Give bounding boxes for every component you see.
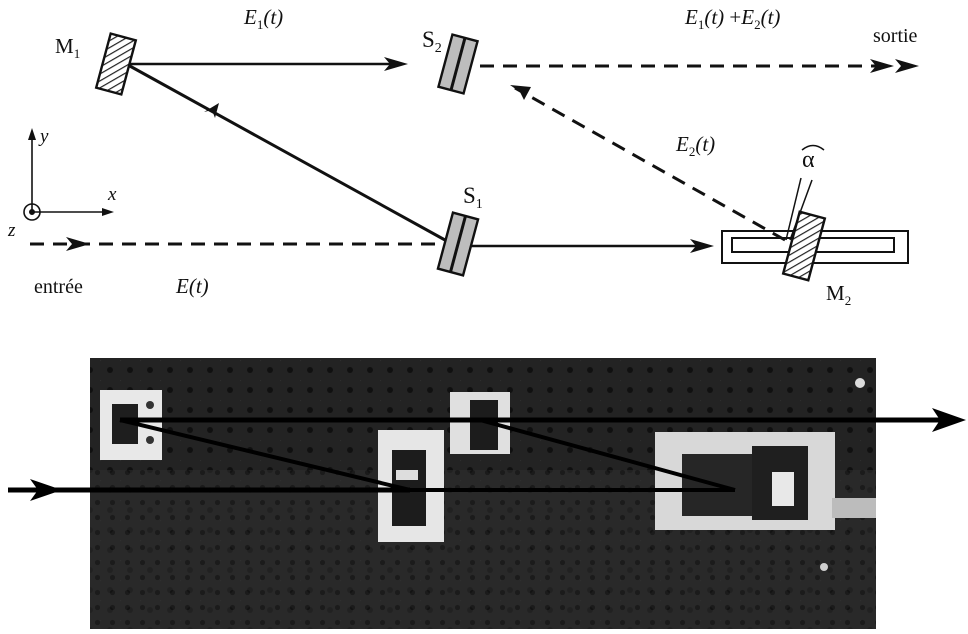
label-s1: S1 <box>463 183 483 212</box>
label-s2: S2 <box>422 27 442 56</box>
arrow-to-m1 <box>204 103 219 118</box>
beam-m2-to-s2 <box>514 86 786 242</box>
label-sortie: sortie <box>873 25 918 47</box>
optical-bench-photo <box>90 358 876 629</box>
photo-beams <box>8 417 950 493</box>
arrow-heads <box>66 57 919 253</box>
photo-arrow-in <box>30 479 62 501</box>
axis-y-label: y <box>38 126 49 147</box>
photo-arrows <box>30 408 966 501</box>
axes-triad <box>23 137 106 221</box>
mirror-m1 <box>94 32 138 96</box>
arrow-to-s2 <box>384 57 408 71</box>
label-sum: E1(t) +E2(t) <box>684 5 780 32</box>
axes-arrows <box>28 128 114 216</box>
beam-s1-to-m1 <box>127 63 446 242</box>
label-e1: E1(t) <box>243 5 283 32</box>
arrow-from-m2 <box>510 85 531 100</box>
label-m1: M1 <box>55 34 80 61</box>
label-entree: entrée <box>34 276 83 298</box>
arrow-input <box>66 237 90 251</box>
axis-z-label: z <box>7 220 16 241</box>
label-e2: E2(t) <box>675 132 715 159</box>
arrow-out-1 <box>870 59 894 73</box>
mirror-m2 <box>781 210 827 282</box>
arrow-to-m2 <box>690 239 714 253</box>
alpha-angle-marks <box>785 144 825 241</box>
arrow-out-2 <box>895 59 919 73</box>
splitter-s1 <box>436 211 480 277</box>
beam-diagram <box>30 62 885 248</box>
axis-x-label: x <box>107 184 117 205</box>
splitter-s2 <box>436 33 480 95</box>
label-e: E(t) <box>175 274 209 298</box>
label-alpha: α <box>802 147 815 173</box>
label-m2: M2 <box>826 281 851 308</box>
photo-arrow-out <box>932 408 966 432</box>
